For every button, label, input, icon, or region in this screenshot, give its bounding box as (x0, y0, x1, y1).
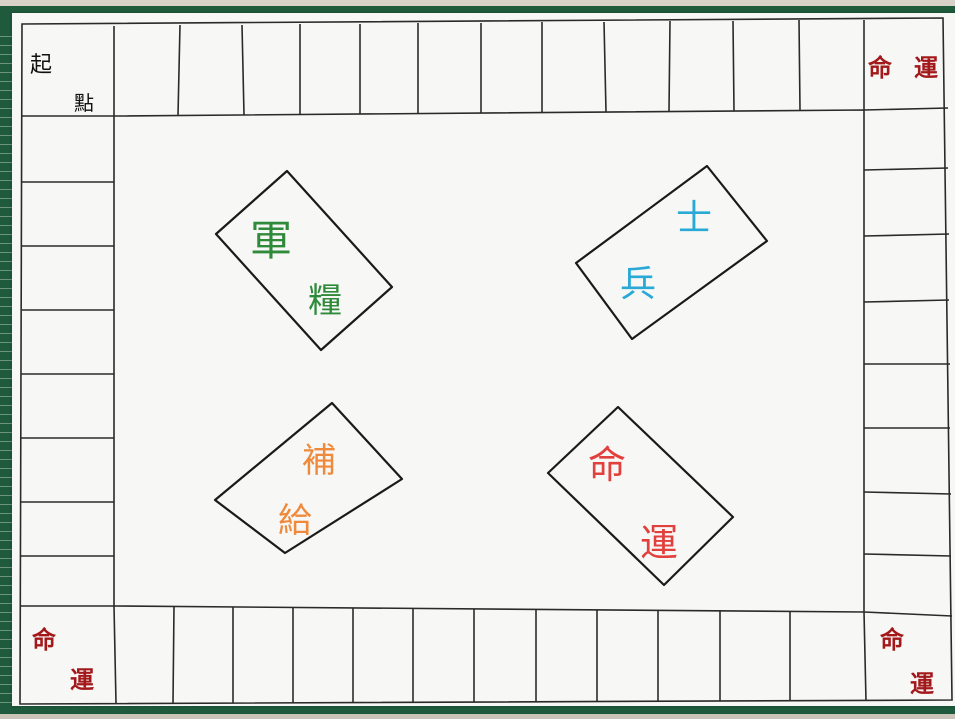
left-column-cells (21, 182, 114, 556)
cell-divider (604, 22, 606, 112)
cell-divider (242, 25, 244, 115)
corner-bl-line2: 運 (70, 665, 94, 694)
deck-army-rations-card[interactable] (216, 171, 392, 350)
cell-divider (864, 168, 948, 170)
deck-fate-char2: 運 (640, 521, 678, 565)
corner-line (864, 612, 952, 616)
right-column-cells (864, 168, 951, 556)
cell-divider (864, 234, 949, 236)
deck-army-rations-char2: 糧 (308, 281, 342, 321)
board-outer-border (20, 18, 952, 704)
cell-divider (173, 606, 174, 703)
cell-divider (178, 25, 180, 115)
board-inner-border (114, 110, 864, 612)
start-label-line1: 起 (30, 53, 52, 78)
deck-supply-char2: 給 (278, 501, 312, 541)
start-label-line2: 點 (74, 91, 94, 115)
cell-divider (864, 554, 951, 556)
corner-br-line1: 命 (880, 625, 905, 654)
corner-line (114, 606, 116, 703)
corner-bl-line1: 命 (32, 625, 57, 654)
corner-line (864, 108, 948, 110)
corner-tr-line1: 命 (868, 53, 893, 82)
deck-supply-char1: 補 (302, 441, 336, 481)
corner-br-line2: 運 (910, 669, 934, 698)
cell-divider (799, 20, 800, 110)
deck-fate-char1: 命 (588, 443, 626, 487)
deck-soldier-char1: 士 (676, 198, 712, 239)
corner-tr-line2: 運 (914, 53, 938, 82)
deck-soldier-char2: 兵 (620, 264, 656, 305)
cell-divider (864, 300, 949, 302)
cell-divider (864, 492, 951, 494)
cell-divider (669, 21, 670, 111)
deck-army-rations-char1: 軍 (250, 216, 292, 265)
cell-divider (733, 21, 734, 111)
top-row-cells (178, 20, 800, 115)
bottom-row-cells (173, 606, 790, 703)
deck-soldier-card[interactable] (576, 166, 767, 339)
corner-line (864, 612, 866, 701)
